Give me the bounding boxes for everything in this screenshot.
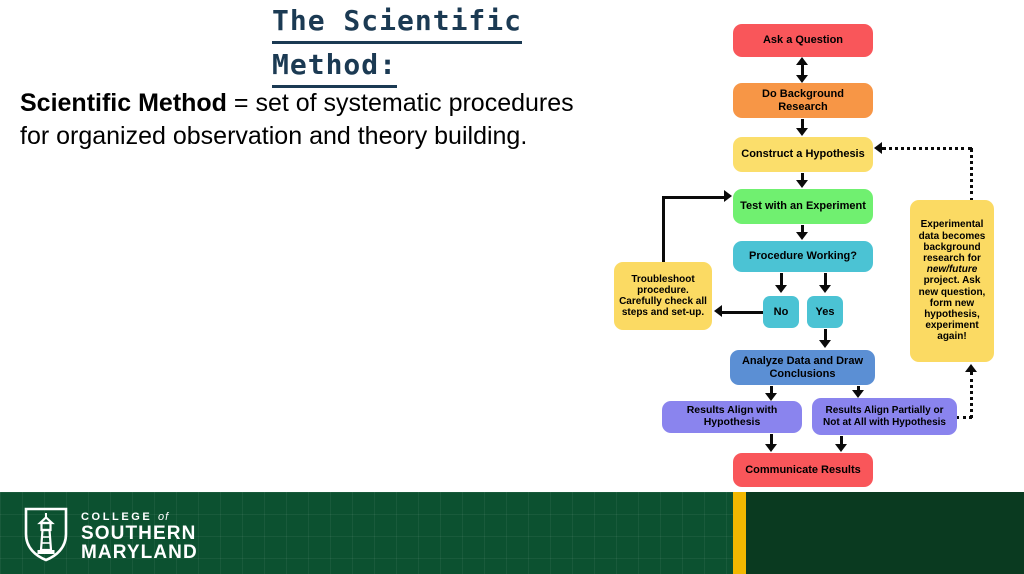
definition-paragraph: Scientific Method = set of systematic pr… <box>20 87 600 153</box>
arrowhead-down-background <box>796 75 808 83</box>
connector-background-hypothesis <box>801 119 804 129</box>
arrowhead-down-partial <box>852 390 864 398</box>
definition-term: Scientific Method <box>20 89 227 117</box>
logo-college-text: COLLEGE <box>81 510 153 523</box>
connector-align-communicate <box>770 434 773 445</box>
flow-note-text-after: project. Ask new question, form new hypo… <box>918 275 986 343</box>
dotted-connector-up-to-note <box>970 372 973 418</box>
flow-node-label: Ask a Question <box>762 34 844 47</box>
connector-troubleshoot-up <box>662 196 665 264</box>
flow-node-yes[interactable]: Yes <box>807 296 843 328</box>
flow-note-experimental-data[interactable]: Experimental data becomes background res… <box>910 200 994 362</box>
arrowhead-down-align <box>765 393 777 401</box>
arrowhead-down-no <box>775 285 787 293</box>
connector-procedure-no <box>780 273 783 286</box>
flow-note-text-before: Experimental data becomes background res… <box>918 219 986 265</box>
flow-node-test-with-an-experiment[interactable]: Test with an Experiment <box>733 189 873 224</box>
flow-node-label: Construct a Hypothesis <box>741 148 865 161</box>
footer-right-panel <box>746 492 1024 574</box>
flow-node-results-align[interactable]: Results Align with Hypothesis <box>662 401 802 433</box>
flow-node-no[interactable]: No <box>763 296 799 328</box>
flow-node-ask-a-question[interactable]: Ask a Question <box>733 24 873 57</box>
arrowhead-right-experiment <box>724 190 732 202</box>
logo-line-maryland: MARYLAND <box>81 541 198 563</box>
flow-node-results-align-partially[interactable]: Results Align Partially or Not at All wi… <box>812 398 957 435</box>
flow-node-label: Yes <box>815 305 835 318</box>
flow-node-construct-a-hypothesis[interactable]: Construct a Hypothesis <box>733 137 873 172</box>
flow-node-label: Communicate Results <box>745 463 861 476</box>
flow-note-text: Experimental data becomes background res… <box>914 219 990 342</box>
connector-ask-background <box>801 63 804 77</box>
connector-hypothesis-experiment <box>801 173 804 181</box>
flow-node-label: Do Background Research <box>762 88 844 113</box>
arrowhead-left-hypothesis <box>874 142 882 154</box>
title-line-1: The Scientific <box>272 2 523 44</box>
slide-footer: COLLEGE of SOUTHERN MARYLAND <box>0 492 1024 574</box>
footer-left-panel <box>0 492 733 574</box>
connector-no-troubleshoot <box>722 311 764 314</box>
arrowhead-down-yes <box>819 285 831 293</box>
flow-node-analyze-data[interactable]: Analyze Data and Draw Conclusions <box>730 350 875 385</box>
flow-node-label: Procedure Working? <box>749 250 857 263</box>
dotted-connector-note-left <box>882 147 972 150</box>
flow-node-procedure-working[interactable]: Procedure Working? <box>733 241 873 272</box>
definition-text: = set of systematic procedures for organ… <box>20 89 574 150</box>
footer-gold-stripe <box>733 492 746 574</box>
arrowhead-down-procedure <box>796 232 808 240</box>
flow-node-troubleshoot[interactable]: Troubleshoot procedure. Carefully check … <box>614 262 712 330</box>
arrowhead-down-communicate-left <box>765 444 777 452</box>
arrowhead-up-note <box>965 364 977 372</box>
shield-lighthouse-icon <box>22 504 70 567</box>
logo-of-text: of <box>158 510 170 523</box>
flow-node-label: Analyze Data and Draw Conclusions <box>741 355 864 380</box>
flow-node-label: Results Align with Hypothesis <box>686 404 778 428</box>
flow-node-label: Results Align Partially or Not at All wi… <box>823 405 946 428</box>
connector-analyze-align <box>770 386 773 394</box>
connector-troubleshoot-right <box>662 196 725 199</box>
connector-partial-communicate <box>840 436 843 445</box>
flow-node-label: Troubleshoot procedure. Carefully check … <box>619 273 707 319</box>
flow-node-label: No <box>773 305 789 318</box>
connector-yes-analyze <box>824 329 827 341</box>
flow-node-label: Test with an Experiment <box>740 200 866 213</box>
connector-experiment-procedure <box>801 225 804 233</box>
title-line-2: Method: <box>272 46 398 88</box>
connector-procedure-yes <box>824 273 827 286</box>
arrowhead-down-hypothesis <box>796 128 808 136</box>
college-logo: COLLEGE of SOUTHERN MARYLAND <box>22 504 198 567</box>
arrowhead-left-troubleshoot <box>714 305 722 317</box>
arrowhead-down-analyze <box>819 340 831 348</box>
arrowhead-down-communicate-right <box>835 444 847 452</box>
scientific-method-flowchart: Ask a Question Do Background Research Co… <box>600 0 1024 494</box>
arrowhead-down-experiment <box>796 180 808 188</box>
flow-node-do-background-research[interactable]: Do Background Research <box>733 83 873 118</box>
arrowhead-up-ask <box>796 57 808 65</box>
dotted-connector-note-up <box>970 148 973 202</box>
logo-wordmark: COLLEGE of SOUTHERN MARYLAND <box>81 510 198 562</box>
logo-line-southern: SOUTHERN <box>81 522 197 544</box>
logo-line-college-of: COLLEGE of <box>81 510 198 524</box>
connector-analyze-partial <box>857 386 860 392</box>
dotted-connector-partial-right <box>956 416 972 419</box>
page-title: The Scientific Method: <box>272 2 602 88</box>
flow-note-text-italic: new/future <box>926 264 978 276</box>
flow-node-communicate-results[interactable]: Communicate Results <box>733 453 873 487</box>
